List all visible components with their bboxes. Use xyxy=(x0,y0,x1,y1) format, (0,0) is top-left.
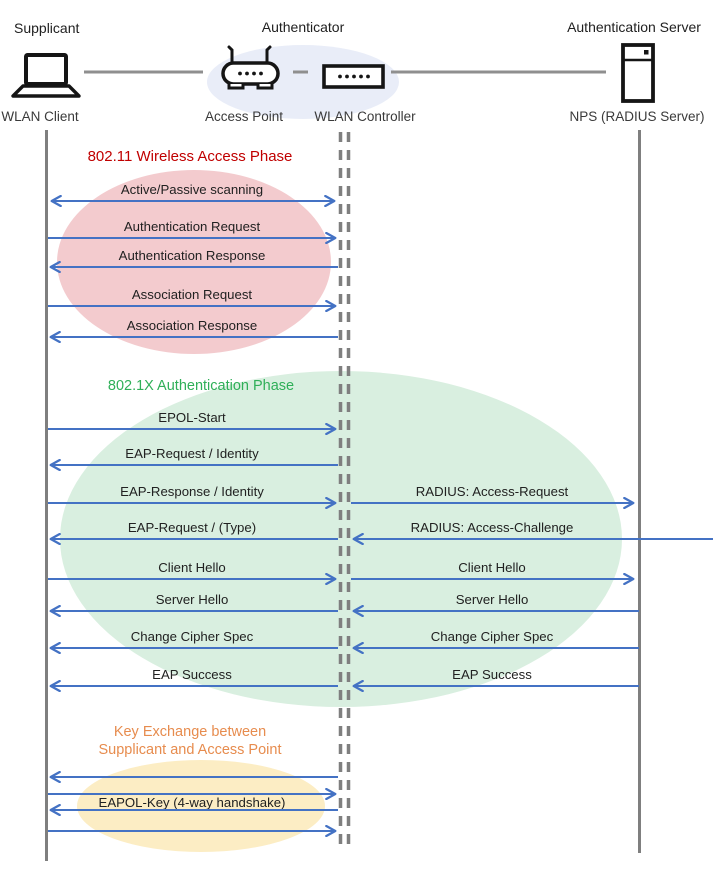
message-label: Active/Passive scanning xyxy=(121,182,263,197)
message-label: EAP Success xyxy=(152,667,232,682)
message-label: Authentication Response xyxy=(119,248,266,263)
role-authenticator: Authenticator xyxy=(262,19,345,35)
role-authentication-server: Authentication Server xyxy=(567,19,701,35)
node-nps-server: NPS (RADIUS Server) xyxy=(569,109,704,124)
message-label: Change Cipher Spec xyxy=(431,629,554,644)
phase-title-keyexchange-line1: Key Exchange between xyxy=(114,724,266,740)
message-label: Server Hello xyxy=(156,592,229,607)
phase-keyexchange-ellipse xyxy=(77,760,325,852)
message-label: Client Hello xyxy=(158,560,225,575)
message-label: Client Hello xyxy=(458,560,525,575)
node-access-point: Access Point xyxy=(205,109,283,124)
phase-title-keyexchange-line2: Supplicant and Access Point xyxy=(99,742,282,758)
node-wlan-controller: WLAN Controller xyxy=(314,109,416,124)
server-tower-icon xyxy=(621,43,655,103)
controller-box-icon xyxy=(322,64,385,89)
phase-80211-ellipse xyxy=(57,170,331,354)
node-wlan-client: WLAN Client xyxy=(1,109,79,124)
message-label: Change Cipher Spec xyxy=(131,629,254,644)
message-label: Server Hello xyxy=(456,592,529,607)
message-label: RADIUS: Access-Request xyxy=(416,484,569,499)
laptop-icon xyxy=(11,53,81,98)
message-label: EAPOL-Key (4-way handshake) xyxy=(99,795,286,810)
message-label: EAP-Response / Identity xyxy=(120,484,264,499)
message-label: EAP-Request / (Type) xyxy=(128,520,256,535)
wireless-router-icon xyxy=(221,45,280,90)
role-supplicant: Supplicant xyxy=(14,20,79,36)
message-label: Association Response xyxy=(127,318,257,333)
message-label: Association Request xyxy=(132,287,253,302)
message-label: Authentication Request xyxy=(124,219,261,234)
message-label: RADIUS: Access-Challenge xyxy=(411,520,574,535)
phase-title-8021x: 802.1X Authentication Phase xyxy=(108,378,294,394)
phase-8021x-ellipse xyxy=(60,371,622,707)
phase-title-80211: 802.11 Wireless Access Phase xyxy=(88,148,293,165)
message-label: EAP-Request / Identity xyxy=(125,446,259,461)
message-label: EAP Success xyxy=(452,667,532,682)
message-label: EPOL-Start xyxy=(158,410,226,425)
